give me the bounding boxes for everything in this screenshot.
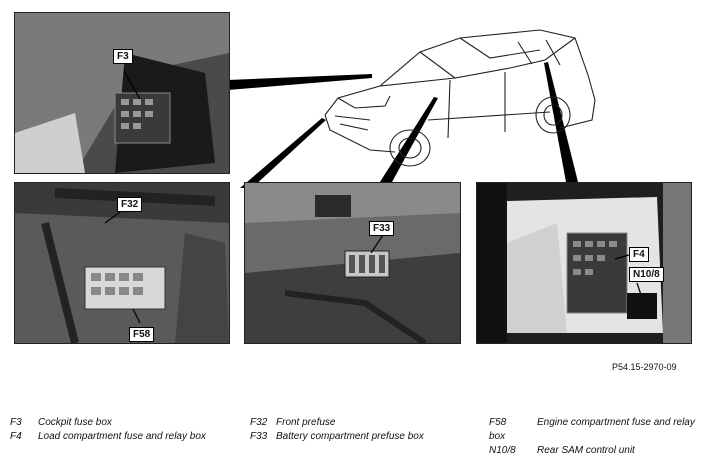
legend-text: Load compartment fuse and relay box bbox=[38, 431, 206, 442]
legend-code: N10/8 bbox=[489, 445, 516, 456]
callout-f32: F32 bbox=[117, 197, 143, 212]
callout-n10-8: N10/8 bbox=[629, 267, 664, 282]
callout-f33: F33 bbox=[369, 221, 395, 236]
photo-cockpit-fuse-box: F3 bbox=[14, 12, 230, 174]
photo-battery-compartment: F33 bbox=[244, 182, 461, 344]
photo-load-compartment: F4 N10/8 bbox=[476, 182, 692, 344]
callout-f3: F3 bbox=[113, 49, 133, 64]
legend-item: F3 Cockpit fuse box bbox=[10, 416, 220, 430]
legend-code: F33 bbox=[250, 431, 268, 442]
legend-text: Engine compartment fuse and relay box bbox=[489, 417, 695, 442]
figure-reference: P54.15-2970-09 bbox=[612, 362, 677, 372]
legend-code: F3 bbox=[10, 417, 22, 428]
callout-f4: F4 bbox=[629, 247, 649, 262]
legend-text: Battery compartment prefuse box bbox=[276, 431, 424, 442]
legend-text: Cockpit fuse box bbox=[38, 417, 112, 428]
photo-engine-compartment: F32 F58 bbox=[14, 182, 230, 344]
callout-f58: F58 bbox=[129, 327, 155, 342]
legend-item: F4 Load compartment fuse and relay box bbox=[10, 430, 220, 444]
legend-item: F32 Front prefuse bbox=[250, 416, 480, 430]
legend-item: F33 Battery compartment prefuse box bbox=[250, 430, 480, 444]
legend-code: F32 bbox=[250, 417, 268, 428]
legend-column-1: F3 Cockpit fuse box F4 Load compartment fu… bbox=[10, 416, 220, 444]
legend-code: F58 bbox=[489, 417, 507, 428]
legend-text: Rear SAM control unit bbox=[537, 445, 635, 456]
legend-column-2: F32 Front prefuse F33 Battery compartment … bbox=[250, 416, 480, 444]
legend-code: F4 bbox=[10, 431, 22, 442]
legend-item: N10/8 Rear SAM control unit bbox=[489, 444, 699, 458]
vehicle-drawing bbox=[324, 29, 596, 167]
legend-text: Front prefuse bbox=[276, 417, 336, 428]
